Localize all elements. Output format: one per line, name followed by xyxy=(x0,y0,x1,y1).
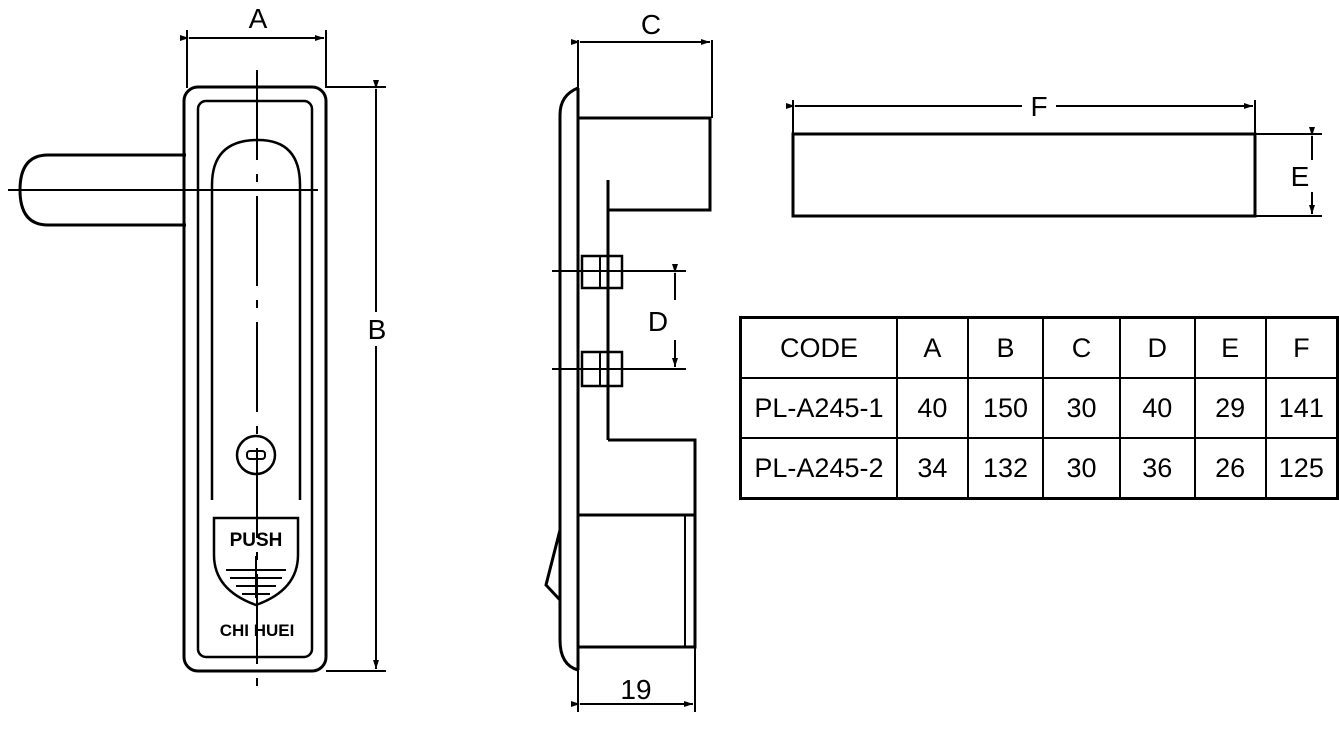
side-upper-block xyxy=(578,116,712,212)
table-header-row: CODE A B C D E F xyxy=(739,316,1339,379)
row1-d: 40 xyxy=(1118,377,1196,439)
side-view xyxy=(544,40,713,672)
dimension-f-label: F xyxy=(1030,91,1047,122)
header-c: C xyxy=(1042,316,1121,379)
dimension-d-label: D xyxy=(648,306,668,337)
dimension-e-label: E xyxy=(1291,161,1310,192)
dimension-19 xyxy=(571,647,696,712)
header-e: E xyxy=(1193,316,1267,379)
header-f: F xyxy=(1264,316,1339,379)
side-bezel xyxy=(558,86,579,672)
brand-label: CHI HUEI xyxy=(220,621,295,640)
row1-b: 150 xyxy=(966,377,1045,439)
row2-f: 125 xyxy=(1264,437,1339,500)
front-view xyxy=(8,70,328,690)
row2-a: 34 xyxy=(895,437,969,500)
dimension-b-label: B xyxy=(368,314,387,345)
lock-body-inner xyxy=(196,99,314,659)
header-a: A xyxy=(895,316,969,379)
row2-code: PL-A245-2 xyxy=(739,437,898,500)
dimension-c-label: C xyxy=(641,9,661,40)
table-row: PL-A245-2 34 132 30 36 26 125 xyxy=(739,437,1339,500)
row1-c: 30 xyxy=(1042,377,1121,439)
header-b: B xyxy=(966,316,1045,379)
dimension-a xyxy=(180,30,327,88)
side-lower-block xyxy=(578,438,697,517)
dimension-table: CODE A B C D E F PL-A245-1 40 150 30 40 … xyxy=(739,316,1339,500)
header-d: D xyxy=(1118,316,1196,379)
table-row: PL-A245-1 40 150 30 40 29 141 xyxy=(739,377,1339,439)
dimension-d xyxy=(552,264,686,370)
dimension-a-label: A xyxy=(249,3,268,34)
side-handle-nose xyxy=(544,529,562,602)
dimension-b xyxy=(326,80,386,672)
row1-f: 141 xyxy=(1264,377,1339,439)
row2-b: 132 xyxy=(966,437,1045,500)
row2-d: 36 xyxy=(1118,437,1196,500)
side-base-block xyxy=(576,513,697,649)
row1-e: 29 xyxy=(1193,377,1267,439)
dimension-19-label: 19 xyxy=(620,674,651,705)
handle-slot xyxy=(210,138,302,500)
top-view-body xyxy=(791,132,1257,218)
row1-code: PL-A245-1 xyxy=(739,377,898,439)
header-code: CODE xyxy=(739,316,898,379)
row2-c: 30 xyxy=(1042,437,1121,500)
top-view xyxy=(791,132,1257,218)
lock-body-outer xyxy=(182,85,328,673)
row1-a: 40 xyxy=(895,377,969,439)
row2-e: 26 xyxy=(1193,437,1267,500)
push-label: PUSH xyxy=(230,530,283,551)
